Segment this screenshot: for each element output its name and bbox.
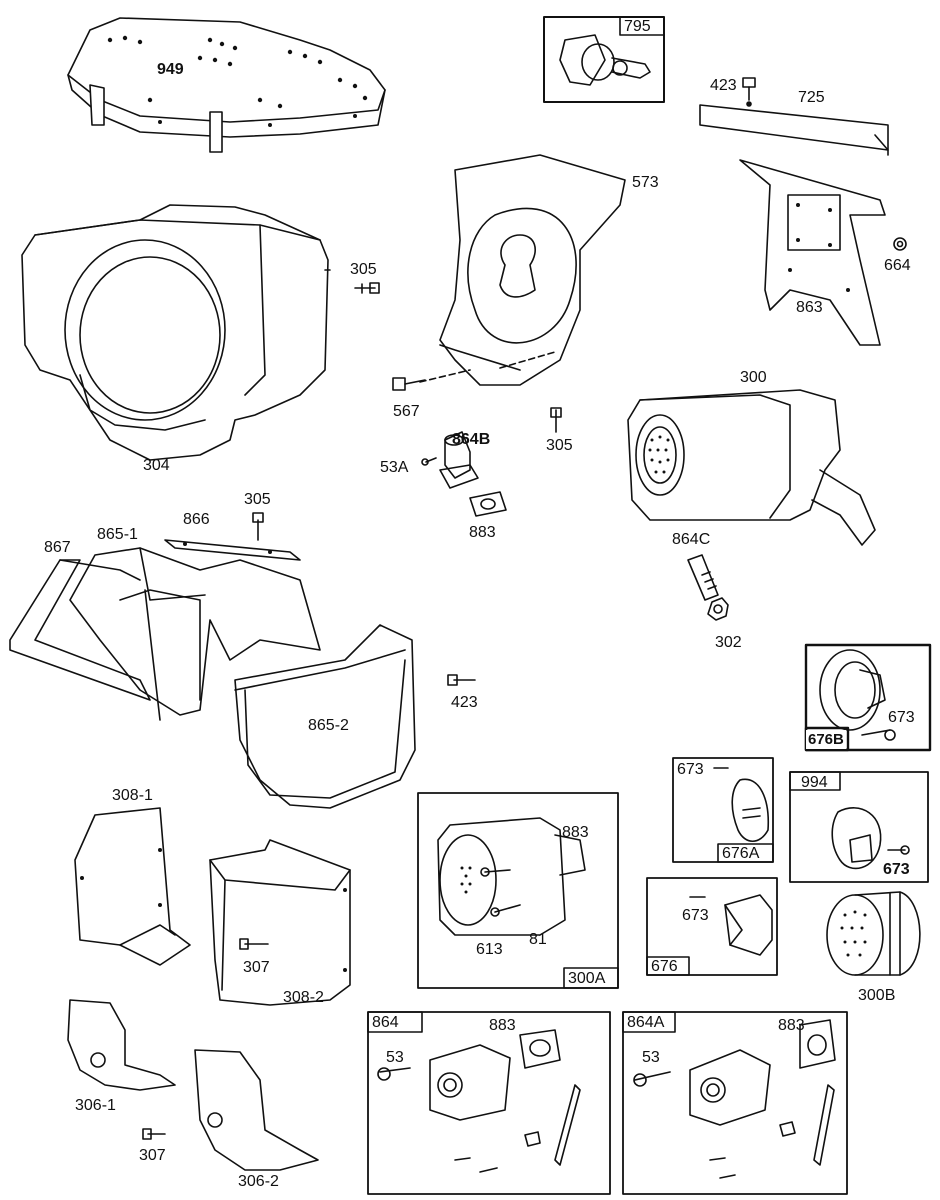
- part-304-blower-housing: [21, 204, 331, 461]
- label-866: 866: [183, 511, 210, 528]
- part-867-shroud: [9, 559, 151, 701]
- label-423-mid: 423: [451, 694, 478, 711]
- part-300b-muffler: [826, 891, 921, 976]
- part-573-air-guide: [419, 154, 626, 386]
- label-300a: 300A: [568, 970, 606, 987]
- label-305-a: 305: [350, 261, 377, 278]
- label-53-c: 53: [642, 1049, 660, 1066]
- part-53a-screw: [421, 457, 437, 466]
- label-673-a: 673: [888, 709, 915, 726]
- label-306-1: 306-1: [75, 1097, 116, 1114]
- label-307-b: 307: [139, 1147, 166, 1164]
- label-864a: 864A: [627, 1014, 665, 1031]
- label-305-c: 305: [244, 491, 271, 508]
- label-673-b: 673: [677, 761, 704, 778]
- label-673-c: 673: [883, 861, 910, 878]
- part-305-screw-b: [550, 407, 562, 433]
- part-306-2-shield: [194, 1049, 319, 1171]
- part-676a-box: [672, 757, 774, 863]
- part-307-screw-a: [239, 938, 269, 950]
- part-305-screw-a: [354, 282, 380, 294]
- label-676: 676: [651, 958, 678, 975]
- label-864c: 864C: [672, 531, 711, 548]
- label-863: 863: [796, 299, 823, 316]
- part-883-gasket-a: [469, 491, 507, 517]
- label-308-1: 308-1: [112, 787, 153, 804]
- label-867: 867: [44, 539, 71, 556]
- label-613: 613: [476, 941, 503, 958]
- label-676a: 676A: [722, 845, 760, 862]
- part-865-1-shroud: [69, 547, 321, 721]
- label-864b: 864B: [452, 431, 491, 448]
- part-676-box: [646, 877, 778, 976]
- part-864-box: [367, 1011, 611, 1195]
- part-865-2-shroud: [234, 624, 416, 809]
- label-573: 573: [632, 174, 659, 191]
- label-81: 81: [529, 931, 547, 948]
- label-304: 304: [143, 457, 170, 474]
- label-673-d: 673: [682, 907, 709, 924]
- part-308-1-baffle: [74, 807, 191, 966]
- part-795-key-switch: [543, 16, 665, 103]
- label-883-c: 883: [489, 1017, 516, 1034]
- label-883-b: 883: [562, 824, 589, 841]
- label-567: 567: [393, 403, 420, 420]
- label-306-2: 306-2: [238, 1173, 279, 1190]
- part-300-muffler: [627, 389, 876, 546]
- label-864: 864: [372, 1014, 399, 1031]
- part-725-plate: [699, 77, 889, 156]
- label-53a: 53A: [380, 459, 409, 476]
- label-883-a: 883: [469, 524, 496, 541]
- label-300: 300: [740, 369, 767, 386]
- label-795: 795: [624, 18, 651, 35]
- part-863-bracket: [739, 159, 886, 346]
- part-676b-box: [804, 643, 932, 752]
- part-300a-box: [417, 792, 619, 989]
- part-864a-box: [622, 1011, 848, 1195]
- part-866-plate: [164, 539, 301, 561]
- label-308-2: 308-2: [283, 989, 324, 1006]
- label-883-d: 883: [778, 1017, 805, 1034]
- label-865-2: 865-2: [308, 717, 349, 734]
- label-664: 664: [884, 257, 911, 274]
- part-308-2-baffle: [209, 839, 351, 1006]
- label-676b: 676B: [806, 730, 846, 749]
- part-949-cover: [67, 17, 386, 153]
- label-423-top: 423: [710, 77, 737, 94]
- part-994-box: [789, 771, 929, 883]
- part-567-screw: [392, 377, 426, 391]
- label-865-1: 865-1: [97, 526, 138, 543]
- label-300b: 300B: [858, 987, 896, 1004]
- part-864c-nipple: [687, 554, 719, 601]
- part-306-1-shield: [67, 999, 176, 1091]
- part-302-nut: [707, 597, 729, 621]
- part-423-bolt-b: [447, 674, 476, 686]
- label-302: 302: [715, 634, 742, 651]
- label-994: 994: [801, 774, 828, 791]
- label-307-a: 307: [243, 959, 270, 976]
- part-864b-elbow: [439, 431, 479, 489]
- label-949: 949: [157, 61, 184, 78]
- label-53-b: 53: [386, 1049, 404, 1066]
- part-307-screw-b: [142, 1128, 166, 1140]
- label-725: 725: [798, 89, 825, 106]
- label-305-b: 305: [546, 437, 573, 454]
- part-664-nut: [893, 237, 907, 251]
- part-305-screw-c: [252, 512, 264, 541]
